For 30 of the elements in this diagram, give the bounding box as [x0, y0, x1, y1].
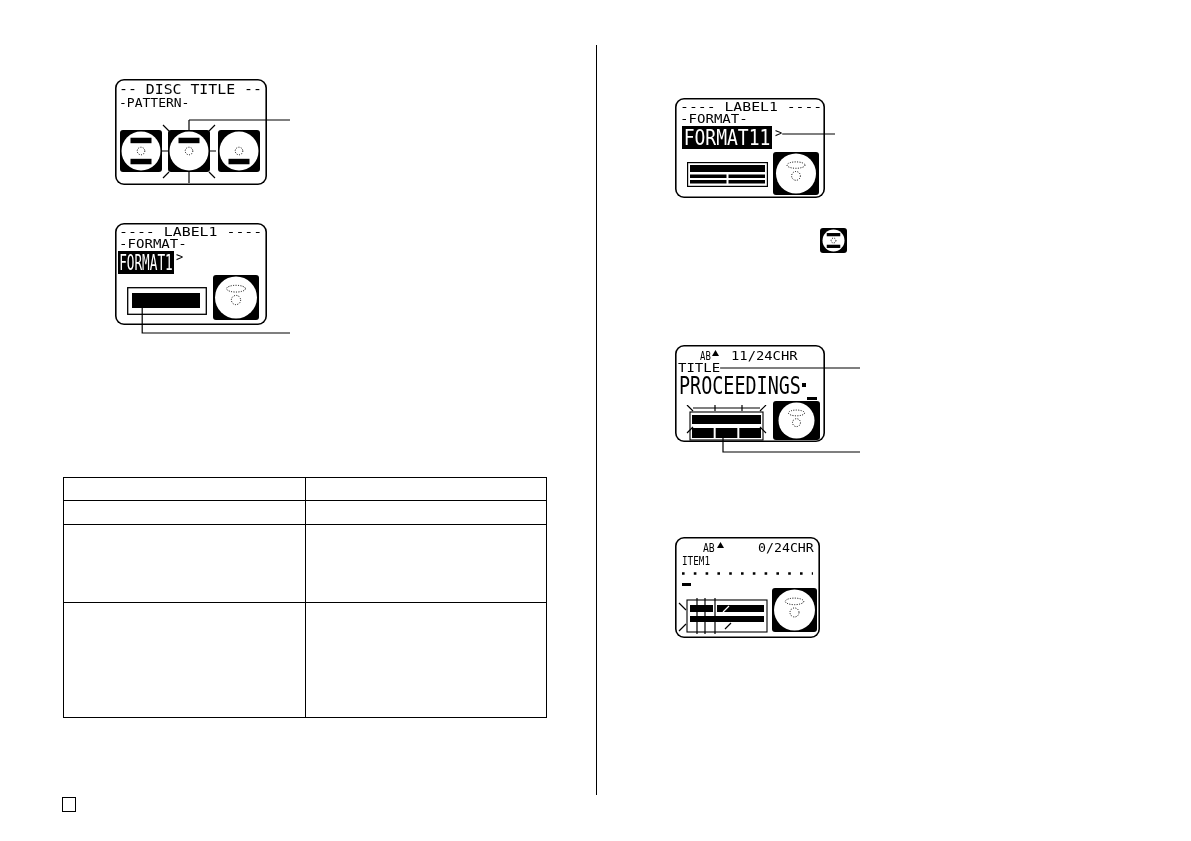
leader-line: [719, 367, 861, 369]
disc-icon: [162, 120, 216, 183]
lcd-screen: [675, 537, 820, 638]
screen-heading: ---- LABEL1 ----: [119, 225, 263, 238]
more-indicator: >: [775, 127, 783, 139]
screen-heading: ---- LABEL1 ----: [680, 100, 823, 113]
lcd-screen: [115, 223, 267, 325]
mode-indicator: AB: [703, 541, 715, 554]
screen-heading: -- DISC TITLE --: [119, 82, 262, 96]
lcd-screen: [115, 79, 267, 185]
lcd-screen: [675, 345, 825, 442]
layout-line-bars: [692, 428, 761, 438]
menu-label: -FORMAT-: [680, 113, 748, 125]
character-count: 0/24CHR: [758, 541, 814, 554]
field-label: ITEM1: [682, 554, 711, 567]
more-indicator: >: [176, 251, 184, 263]
layout-bar: [132, 293, 200, 308]
field-label: TITLE: [678, 362, 721, 374]
character-count: 11/24CHR: [731, 349, 798, 362]
lcd-screen: [675, 98, 825, 198]
mode-indicator: AB: [700, 349, 711, 362]
entered-text: PROCEEDINGS: [679, 374, 801, 398]
leader-line: [722, 437, 861, 453]
menu-label: -PATTERN-: [119, 96, 190, 109]
selected-option: FORMAT11: [682, 126, 772, 149]
leader-line: [141, 307, 291, 334]
leader-line: [188, 119, 291, 121]
selected-option: FORMAT1: [118, 251, 174, 274]
leader-line: [781, 133, 836, 135]
menu-label: -FORMAT-: [119, 238, 187, 250]
